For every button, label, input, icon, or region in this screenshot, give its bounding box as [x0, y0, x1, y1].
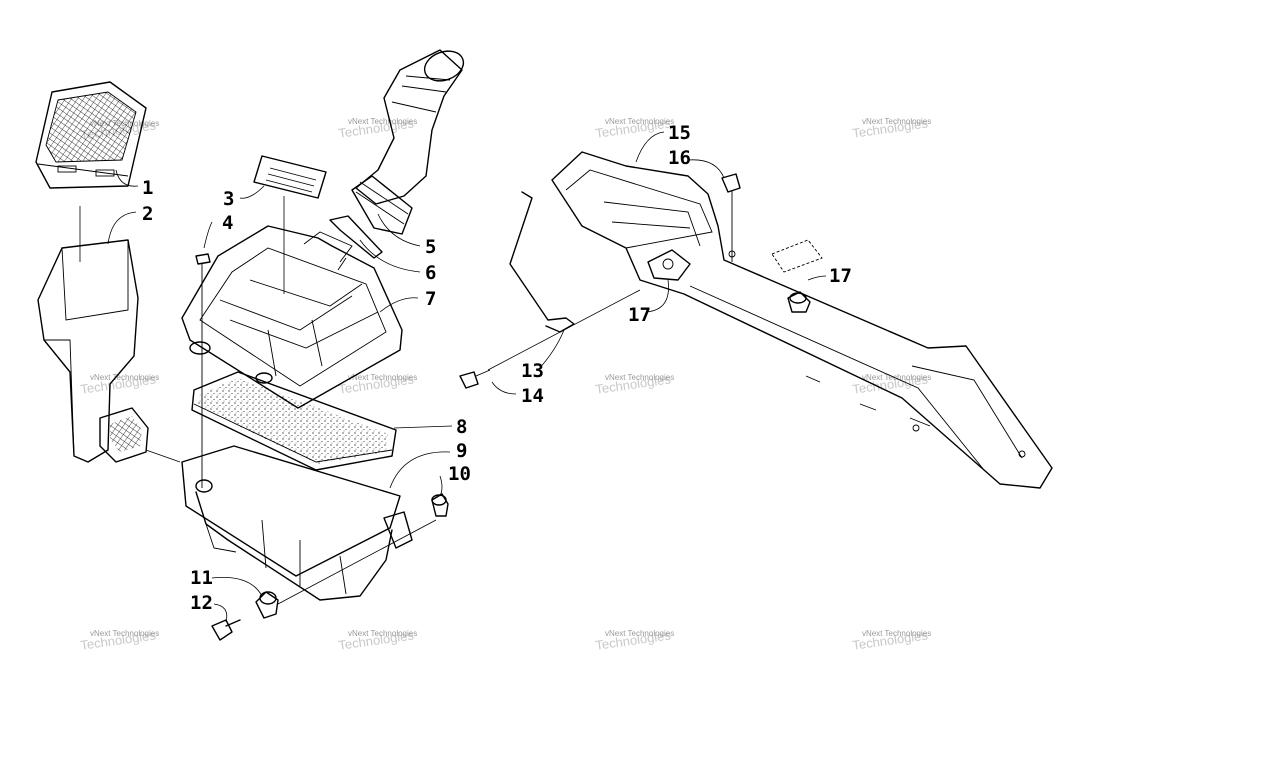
part-15-bracket: [551, 151, 1053, 489]
part-6-clamp: [329, 215, 383, 271]
watermark-text: vNext Technologies: [348, 373, 417, 382]
watermark-text: vNext Technologies: [605, 373, 674, 382]
part-5-intake-boot: [351, 49, 465, 235]
callout-10: 10: [448, 463, 471, 485]
callout-1: 1: [142, 177, 153, 199]
watermark-text: vNext Technologies: [862, 373, 931, 382]
callout-5: 5: [425, 236, 436, 258]
watermark: Technologies vNext Technologies: [337, 627, 417, 652]
callout-6: 6: [425, 262, 436, 284]
part-13-support-rod: [509, 191, 575, 333]
callout-17: 17: [628, 304, 651, 326]
callout-3: 3: [223, 188, 234, 210]
watermark: Technologies vNext Technologies: [337, 115, 417, 140]
watermark-text: vNext Technologies: [605, 629, 674, 638]
part-2-intake-duct: [37, 239, 149, 463]
watermark: Technologies vNext Technologies: [79, 627, 159, 652]
callout-12: 12: [190, 592, 213, 614]
part-16-bolt: [721, 173, 741, 262]
watermark-text: vNext Technologies: [90, 373, 159, 382]
part-10-grommet: [431, 493, 449, 517]
callout-16: 16: [668, 147, 691, 169]
watermark: Technologies vNext Technologies: [851, 115, 931, 140]
watermark-text: vNext Technologies: [862, 629, 931, 638]
part-3-decal: [253, 155, 327, 199]
part-7-airbox-cover: [181, 225, 403, 409]
callout-17: 17: [829, 265, 852, 287]
watermark-text: vNext Technologies: [348, 629, 417, 638]
part-17-nut: [787, 291, 811, 313]
callout-2: 2: [142, 203, 153, 225]
watermark-text: vNext Technologies: [605, 117, 674, 126]
part-11-bushing: [255, 591, 279, 619]
part-4-screw: [195, 253, 211, 488]
part-9-airbox-base: [181, 445, 413, 601]
part-14-bolt: [459, 369, 491, 389]
callout-8: 8: [456, 416, 467, 438]
watermark: Technologies vNext Technologies: [337, 371, 417, 396]
callout-13: 13: [521, 360, 544, 382]
watermark: Technologies vNext Technologies: [594, 627, 674, 652]
callouts: 1 2 3 4 5 6 7 8 9 10 11 12 13 14 15 16 1…: [142, 122, 852, 614]
part-12-bolt: [211, 619, 241, 641]
watermark: Technologies vNext Technologies: [594, 115, 674, 140]
watermark-text: vNext Technologies: [348, 117, 417, 126]
watermark-text: vNext Technologies: [90, 629, 159, 638]
watermark: Technologies vNext Technologies: [79, 371, 159, 396]
leader-lines: [79, 131, 827, 623]
callout-4: 4: [222, 212, 233, 234]
callout-15: 15: [668, 122, 691, 144]
callout-14: 14: [521, 385, 544, 407]
callout-7: 7: [425, 288, 436, 310]
part-8-filter: [191, 371, 397, 471]
part-1-intake-screen: [35, 81, 147, 189]
watermark: Technologies vNext Technologies: [851, 627, 931, 652]
watermark: Technologies vNext Technologies: [594, 371, 674, 396]
callout-11: 11: [190, 567, 213, 589]
watermark-text: vNext Technologies: [862, 117, 931, 126]
callout-9: 9: [456, 440, 467, 462]
